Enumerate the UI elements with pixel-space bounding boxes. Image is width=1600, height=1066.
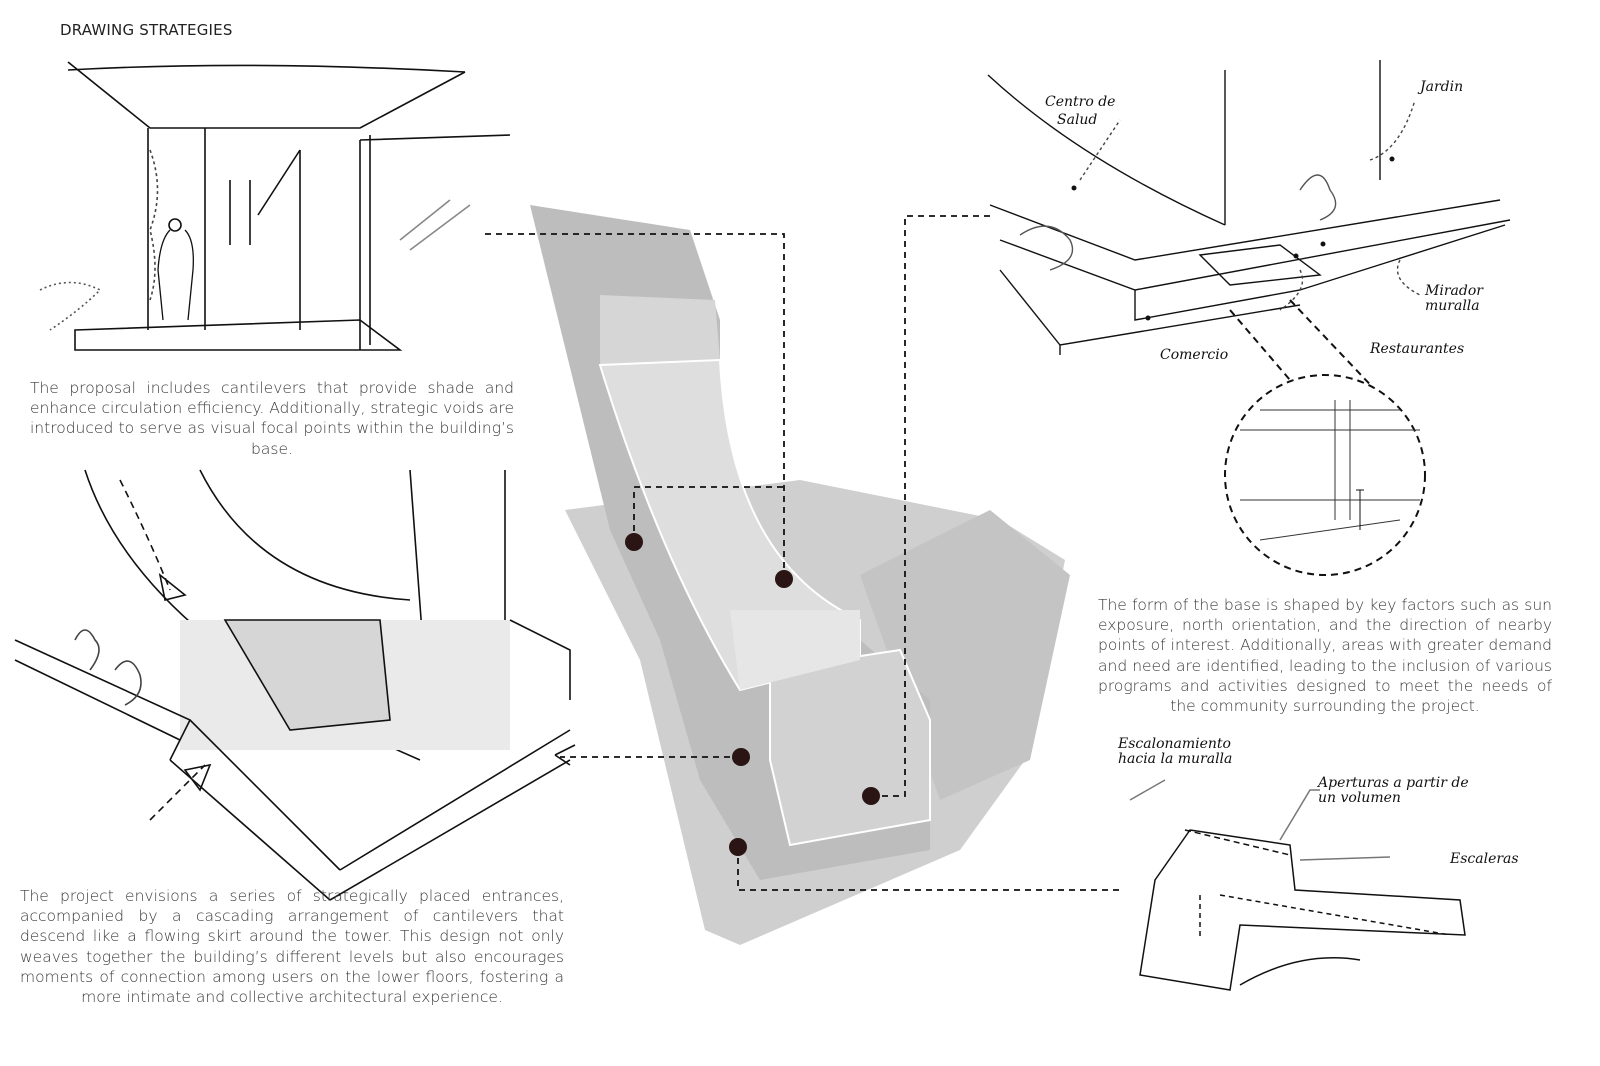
- stepped-volume-sketch: [1129, 779, 1466, 991]
- entrances-sketch: [14, 469, 576, 901]
- cantilever-description: The proposal includes cantilevers that p…: [30, 379, 514, 458]
- label-restaurantes: Restaurantes: [1370, 341, 1465, 357]
- connector-lines: [485, 215, 1120, 891]
- interior-view-sketch: [1224, 374, 1426, 576]
- label-escalonamiento: Escalonamiento hacia la muralla: [1118, 736, 1233, 767]
- marker-dot: [862, 787, 880, 805]
- label-comercio: Comercio: [1160, 347, 1229, 363]
- entrances-description: The project envisions a series of strate…: [20, 887, 564, 1007]
- marker-dot: [732, 748, 750, 766]
- base-form-description: The form of the base is shaped by key fa…: [1098, 596, 1552, 716]
- marker-dot: [775, 570, 793, 588]
- label-jardin: Jardin: [1420, 79, 1464, 95]
- label-escaleras: Escaleras: [1450, 851, 1519, 867]
- page-title: DRAWING STRATEGIES: [60, 21, 233, 39]
- label-centro-de-salud-2: Salud: [1057, 112, 1097, 128]
- physical-model: [530, 205, 1070, 945]
- label-aperturas: Aperturas a partir de un volumen: [1318, 775, 1469, 806]
- marker-dot: [625, 533, 643, 551]
- marker-dot: [729, 838, 747, 856]
- base-programs-sketch: [987, 60, 1511, 396]
- markers: [625, 533, 880, 856]
- cantilever-sketch: [39, 61, 511, 351]
- label-centro-de-salud: Centro de: [1045, 94, 1115, 110]
- label-mirador-muralla: Mirador muralla: [1425, 283, 1483, 314]
